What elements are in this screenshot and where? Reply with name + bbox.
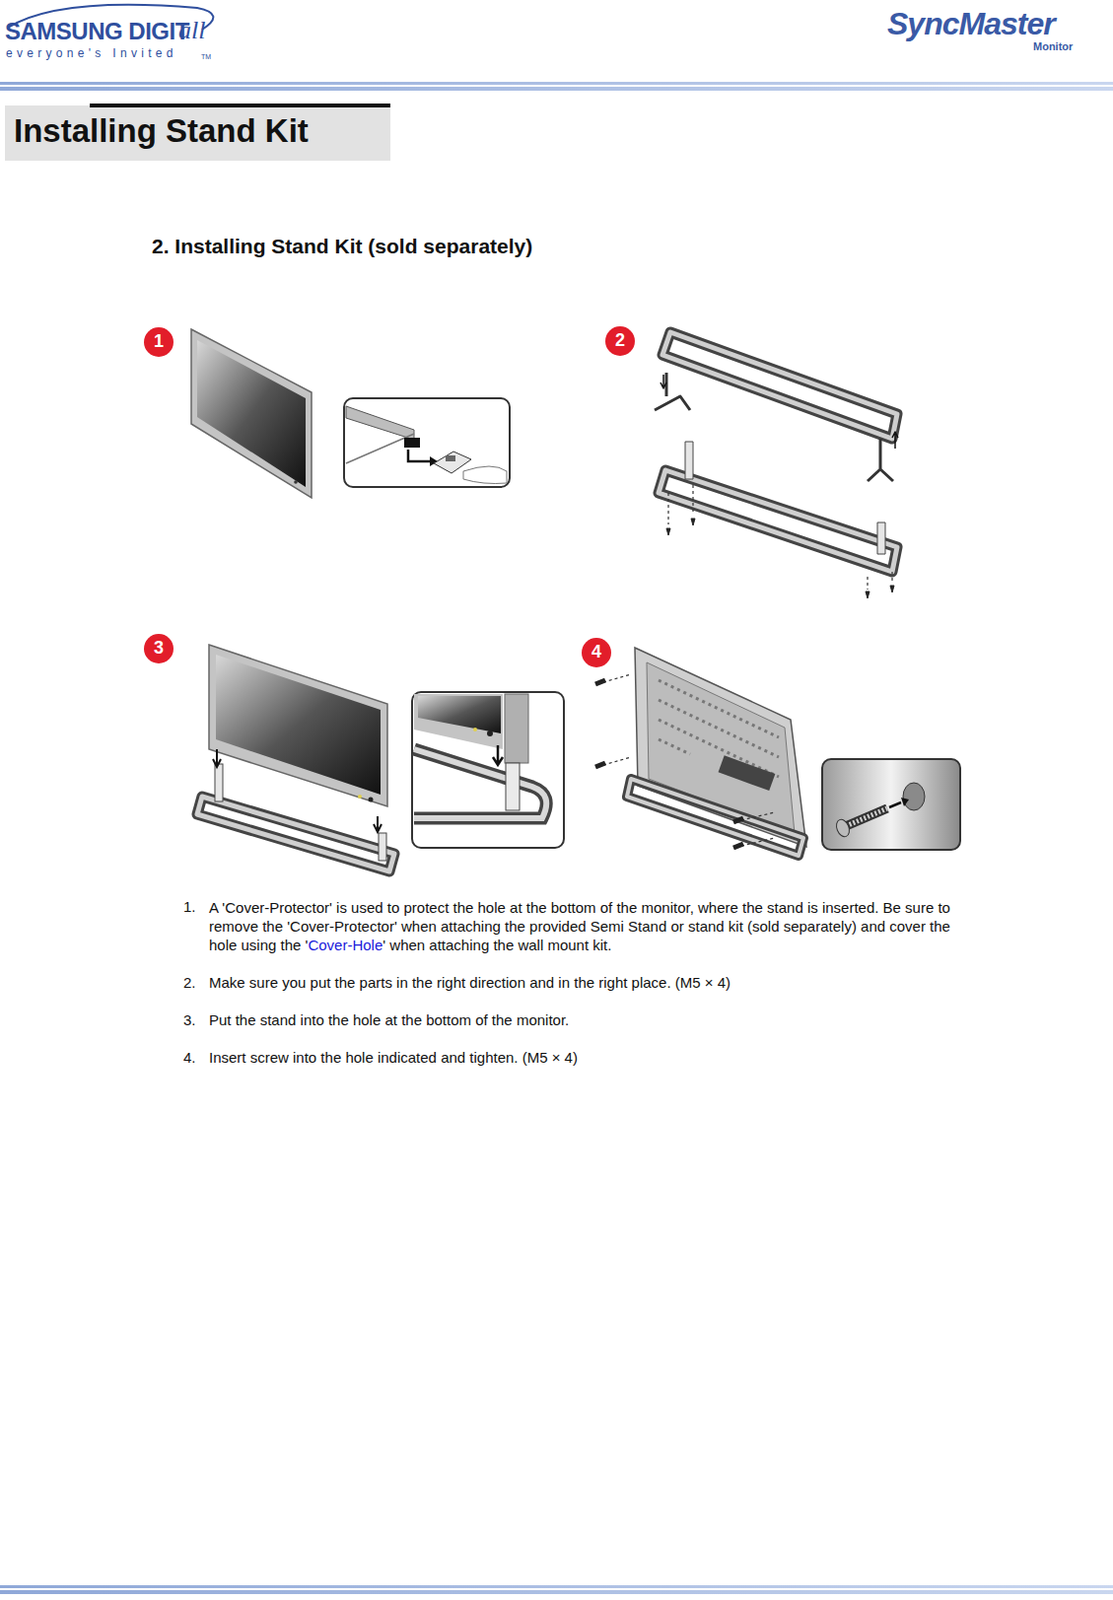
list-number: 4. xyxy=(183,1048,197,1066)
list-number: 2. xyxy=(183,973,197,991)
step1-inset xyxy=(433,451,472,474)
step4-monitor-back xyxy=(718,755,776,791)
step2-stand-frames xyxy=(685,441,694,480)
callout-circles xyxy=(605,326,635,356)
list-text: Insert screw into the hole indicated and… xyxy=(208,1048,578,1066)
header-rule xyxy=(0,81,1113,91)
callout-number: 2 xyxy=(605,330,635,351)
footer-rule xyxy=(0,1585,1113,1595)
step4-inset xyxy=(845,808,888,827)
step2-stand-frames xyxy=(666,518,895,599)
list-text: Put the stand into the hole at the botto… xyxy=(208,1011,569,1029)
step3-monitor-and-stand xyxy=(197,644,395,872)
logo-wordmark: SAMSUNG DIGIT xyxy=(4,17,190,46)
step3-monitor-and-stand xyxy=(197,796,395,872)
step2-stand-frames xyxy=(892,431,899,449)
product-logo-sub: Monitor xyxy=(1033,40,1073,53)
step1-inset xyxy=(463,466,507,485)
step4-monitor-back xyxy=(634,647,807,847)
list-paragraph: A 'Cover-Protector' is used to protect t… xyxy=(208,898,961,955)
step3-monitor-and-stand xyxy=(368,797,374,803)
step4-monitor-back xyxy=(658,680,779,777)
trademark: TM xyxy=(201,53,211,61)
step4-monitor-back xyxy=(603,674,775,846)
step1-inset xyxy=(346,433,415,464)
title-box xyxy=(89,103,391,108)
step4-inset xyxy=(901,797,909,807)
step3-monitor-and-stand xyxy=(357,794,362,799)
step4-monitor-back xyxy=(595,680,744,848)
step3-monitor-and-stand xyxy=(214,764,223,802)
step2-stand-frames xyxy=(654,372,691,411)
step1-monitor xyxy=(191,329,312,498)
logo-wordmark-italic: all xyxy=(178,15,206,46)
step3-inset xyxy=(414,749,547,819)
step3-inset xyxy=(414,694,503,750)
step3-monitor-and-stand xyxy=(197,796,395,872)
product-logo: SyncMaster xyxy=(887,5,1055,43)
list-number: 1. xyxy=(183,898,197,915)
step1-inset xyxy=(346,406,415,440)
step2-stand-frames xyxy=(877,522,886,555)
step3-monitor-and-stand xyxy=(373,816,382,833)
step1-monitor xyxy=(197,340,306,487)
header-rule xyxy=(0,81,1113,85)
step2-stand-frames xyxy=(668,485,893,590)
step4-inset xyxy=(822,759,961,850)
footer-rule xyxy=(0,1585,1113,1589)
step2-stand-frames xyxy=(654,332,899,599)
step2-stand-frames xyxy=(867,438,894,482)
callout-circles xyxy=(581,637,612,668)
step3-monitor-and-stand xyxy=(208,644,388,807)
step1-inset xyxy=(344,398,510,487)
step1-inset xyxy=(344,398,510,487)
callout-circles xyxy=(143,326,635,668)
step1-monitor xyxy=(293,480,298,485)
step2-stand-frames xyxy=(662,332,898,439)
callout-circles xyxy=(143,327,174,357)
list-number: 3. xyxy=(183,1011,197,1029)
step3-inset xyxy=(412,692,564,848)
step1-inset xyxy=(445,455,456,462)
step4-inset xyxy=(903,782,925,811)
callout-number: 1 xyxy=(143,331,174,352)
section-heading: 2. Installing Stand Kit (sold separately… xyxy=(151,234,533,259)
footer-rule xyxy=(0,1590,1113,1595)
step3-monitor-and-stand xyxy=(378,833,387,861)
step1-monitor xyxy=(191,329,312,498)
callout-number: 4 xyxy=(581,641,612,663)
step2-stand-frames xyxy=(660,374,667,389)
logo-tagline: everyone's Invited xyxy=(5,46,178,61)
step3-inset xyxy=(412,692,564,848)
callout-circles xyxy=(143,633,174,664)
step4-monitor-back xyxy=(626,778,804,856)
step4-inset xyxy=(822,759,961,850)
list-text: Make sure you put the parts in the right… xyxy=(208,973,731,991)
step1-inset xyxy=(408,449,430,462)
step3-monitor-and-stand xyxy=(215,654,381,795)
step1-inset xyxy=(404,437,420,448)
callout-number: 3 xyxy=(143,637,174,659)
step3-monitor-and-stand xyxy=(212,749,221,767)
link-text: Cover-Hole xyxy=(307,936,383,954)
step3-inset xyxy=(492,745,503,766)
step3-inset xyxy=(414,749,547,819)
list-text: ' when attaching the wall mount kit. xyxy=(382,936,612,954)
step3-inset xyxy=(417,695,501,734)
title-box xyxy=(4,105,391,161)
step3-inset xyxy=(504,694,529,764)
step3-inset xyxy=(486,730,493,737)
step4-monitor-back xyxy=(595,647,807,856)
title-box xyxy=(4,103,391,161)
step4-monitor-back xyxy=(626,778,804,856)
step3-inset xyxy=(473,727,478,732)
page-title: Installing Stand Kit xyxy=(13,112,309,150)
step2-stand-frames xyxy=(662,332,898,439)
step4-inset xyxy=(845,808,888,827)
step4-inset xyxy=(889,802,902,808)
step4-inset xyxy=(834,817,852,838)
step3-inset xyxy=(505,763,520,811)
header-rule xyxy=(0,86,1113,91)
